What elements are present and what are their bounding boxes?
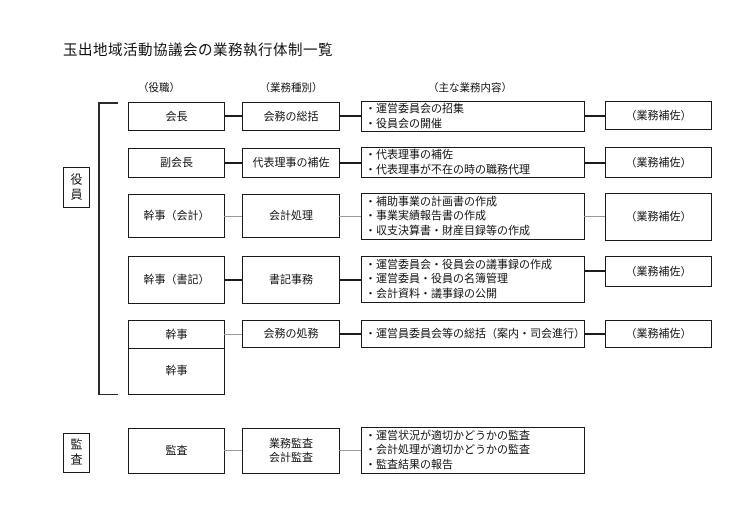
column-header-type: （業務種別） bbox=[259, 83, 323, 94]
assist-label: （業務補佐） bbox=[625, 211, 692, 223]
column-header-role: （役職） bbox=[138, 83, 180, 94]
assist-box: （業務補佐） bbox=[605, 147, 712, 178]
role-box: 幹事（書記） bbox=[128, 256, 225, 304]
connector bbox=[584, 216, 606, 217]
duty-item: ・会計処理が適切かどうかの監査 bbox=[365, 444, 530, 457]
role-label: 幹事（会計） bbox=[143, 210, 210, 222]
connector bbox=[224, 115, 243, 117]
role-label: 幹事 bbox=[165, 328, 188, 341]
connector bbox=[224, 450, 243, 451]
type-label: 会計監査 bbox=[269, 452, 313, 464]
connector bbox=[339, 216, 362, 217]
page-title: 玉出地域活動協議会の業務執行体制一覧 bbox=[63, 43, 333, 59]
officers-bracket-top-arm bbox=[98, 102, 118, 104]
duty-item: ・監査結果の報告 bbox=[365, 458, 453, 471]
connector bbox=[224, 334, 243, 335]
type-label: 会計処理 bbox=[269, 210, 313, 222]
duty-item: ・運営委員会の招集 bbox=[365, 103, 464, 115]
officers-bracket-vertical bbox=[98, 102, 100, 395]
type-box: 会計処理 bbox=[242, 194, 340, 238]
duty-item: ・補助事業の計画書の作成 bbox=[365, 195, 497, 208]
group-label-audit: 監査 bbox=[63, 433, 90, 473]
duty-item: ・運営状況が適切かどうかの監査 bbox=[365, 429, 530, 442]
role-label: 会長 bbox=[165, 110, 188, 123]
duty-item: ・会計資料・議事録の公開 bbox=[365, 287, 497, 300]
connector bbox=[339, 162, 362, 164]
type-box: 代表理事の補佐 bbox=[242, 148, 340, 178]
role-label: 幹事（書記） bbox=[143, 274, 210, 286]
duty-item: ・役員会の開催 bbox=[365, 117, 442, 130]
officers-bracket-bottom-arm bbox=[98, 393, 118, 395]
assist-box: （業務補佐） bbox=[605, 256, 712, 287]
connector bbox=[584, 270, 606, 272]
group-label-officers: 役員 bbox=[63, 167, 90, 208]
type-label: 代表理事の補佐 bbox=[252, 157, 330, 169]
type-box: 書記事務 bbox=[242, 256, 340, 304]
assist-label: （業務補佐） bbox=[625, 328, 692, 340]
role-label: 監査 bbox=[165, 445, 188, 457]
connector bbox=[584, 115, 606, 117]
role-box: 監査 bbox=[128, 428, 225, 474]
column-header-duties: （主な業務内容） bbox=[428, 83, 512, 94]
duty-item: ・代表理事が不在の時の職務代理 bbox=[365, 163, 530, 176]
connector bbox=[224, 216, 243, 217]
role-box: 幹事（会計） bbox=[128, 194, 225, 238]
duties-box: ・運営委員会の招集 ・役員会の開催 bbox=[361, 101, 585, 132]
type-label: 書記事務 bbox=[269, 274, 313, 286]
role-label: 幹事 bbox=[165, 365, 188, 377]
duty-item: ・運営委員・役員の名簿管理 bbox=[365, 273, 508, 286]
type-box: 会務の総括 bbox=[242, 102, 340, 131]
duty-item: ・代表理事の補佐 bbox=[365, 149, 453, 161]
connector bbox=[584, 333, 606, 335]
duty-item: ・収支決算書・財産目録等の作成 bbox=[365, 224, 530, 237]
duties-box: ・補助事業の計画書の作成 ・事業実績報告書の作成 ・収支決算書・財産目録等の作成 bbox=[361, 193, 585, 240]
role-label: 副会長 bbox=[160, 157, 193, 169]
assist-label: （業務補佐） bbox=[625, 156, 692, 169]
connector bbox=[224, 279, 243, 281]
duties-box: ・運営委員会・役員会の議事録の作成 ・運営委員・役員の名簿管理 ・会計資料・議事… bbox=[361, 256, 585, 303]
type-label: 業務監査 bbox=[269, 437, 313, 450]
duty-item: ・運営員委員会等の総括（案内・司会進行） bbox=[365, 327, 585, 340]
assist-label: （業務補佐） bbox=[625, 265, 692, 278]
assist-label: （業務補佐） bbox=[625, 109, 692, 122]
duties-box: ・運営員委員会等の総括（案内・司会進行） bbox=[361, 320, 585, 348]
assist-box: （業務補佐） bbox=[605, 193, 712, 241]
duties-box: ・代表理事の補佐 ・代表理事が不在の時の職務代理 bbox=[361, 147, 585, 178]
duty-item: ・運営委員会・役員会の議事録の作成 bbox=[365, 258, 552, 271]
role-box: 幹事 bbox=[128, 347, 225, 395]
assist-box: （業務補佐） bbox=[605, 101, 712, 130]
duties-box: ・運営状況が適切かどうかの監査 ・会計処理が適切かどうかの監査 ・監査結果の報告 bbox=[361, 427, 585, 474]
connector bbox=[224, 162, 243, 164]
assist-box: （業務補佐） bbox=[605, 320, 712, 348]
connector bbox=[339, 279, 362, 281]
type-label: 会務の総括 bbox=[263, 110, 319, 123]
type-label: 会務の処務 bbox=[263, 328, 319, 340]
connector bbox=[339, 450, 362, 451]
connector bbox=[339, 333, 362, 335]
type-box: 会務の処務 bbox=[242, 320, 340, 348]
connector bbox=[339, 115, 362, 117]
role-box: 幹事 bbox=[128, 320, 225, 349]
duty-item: ・事業実績報告書の作成 bbox=[365, 210, 486, 223]
type-box: 業務監査 会計監査 bbox=[242, 428, 340, 474]
connector bbox=[584, 162, 606, 164]
role-box: 会長 bbox=[128, 102, 225, 131]
role-box: 副会長 bbox=[128, 148, 225, 178]
